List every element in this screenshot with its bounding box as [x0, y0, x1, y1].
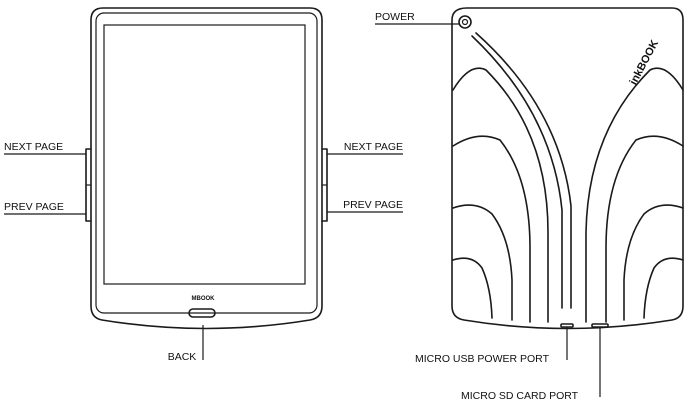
rear-decorative-panels — [452, 32, 684, 323]
micro-sd-port[interactable] — [591, 323, 609, 328]
front-brand-logo: MBOOK — [192, 296, 216, 302]
back-button[interactable] — [188, 308, 216, 318]
label-prev-page-right: PREV PAGE — [343, 199, 403, 211]
label-back: BACK — [168, 351, 197, 363]
label-prev-page-left: PREV PAGE — [4, 201, 64, 213]
label-next-page-left: NEXT PAGE — [4, 141, 63, 153]
label-micro-sd: MICRO SD CARD PORT — [461, 390, 579, 402]
rear-device-outline — [451, 7, 684, 330]
label-next-page-right: NEXT PAGE — [344, 141, 403, 153]
micro-usb-port[interactable] — [560, 323, 574, 328]
label-micro-usb: MICRO USB POWER PORT — [415, 353, 550, 365]
front-screen — [103, 24, 306, 285]
label-power: POWER — [375, 11, 415, 23]
front-view: MBOOK NEXT PAGE PREV PAGE NEXT PAGE PREV… — [4, 7, 403, 363]
power-button[interactable] — [458, 15, 472, 29]
rear-brand-logo: inkBOOK — [628, 38, 662, 87]
front-device-outline — [90, 7, 323, 330]
rear-view: POWER inkBOOK MICRO USB POWER PORT MICRO… — [375, 7, 684, 402]
front-bezel-line — [95, 12, 318, 314]
power-icon — [461, 18, 469, 26]
